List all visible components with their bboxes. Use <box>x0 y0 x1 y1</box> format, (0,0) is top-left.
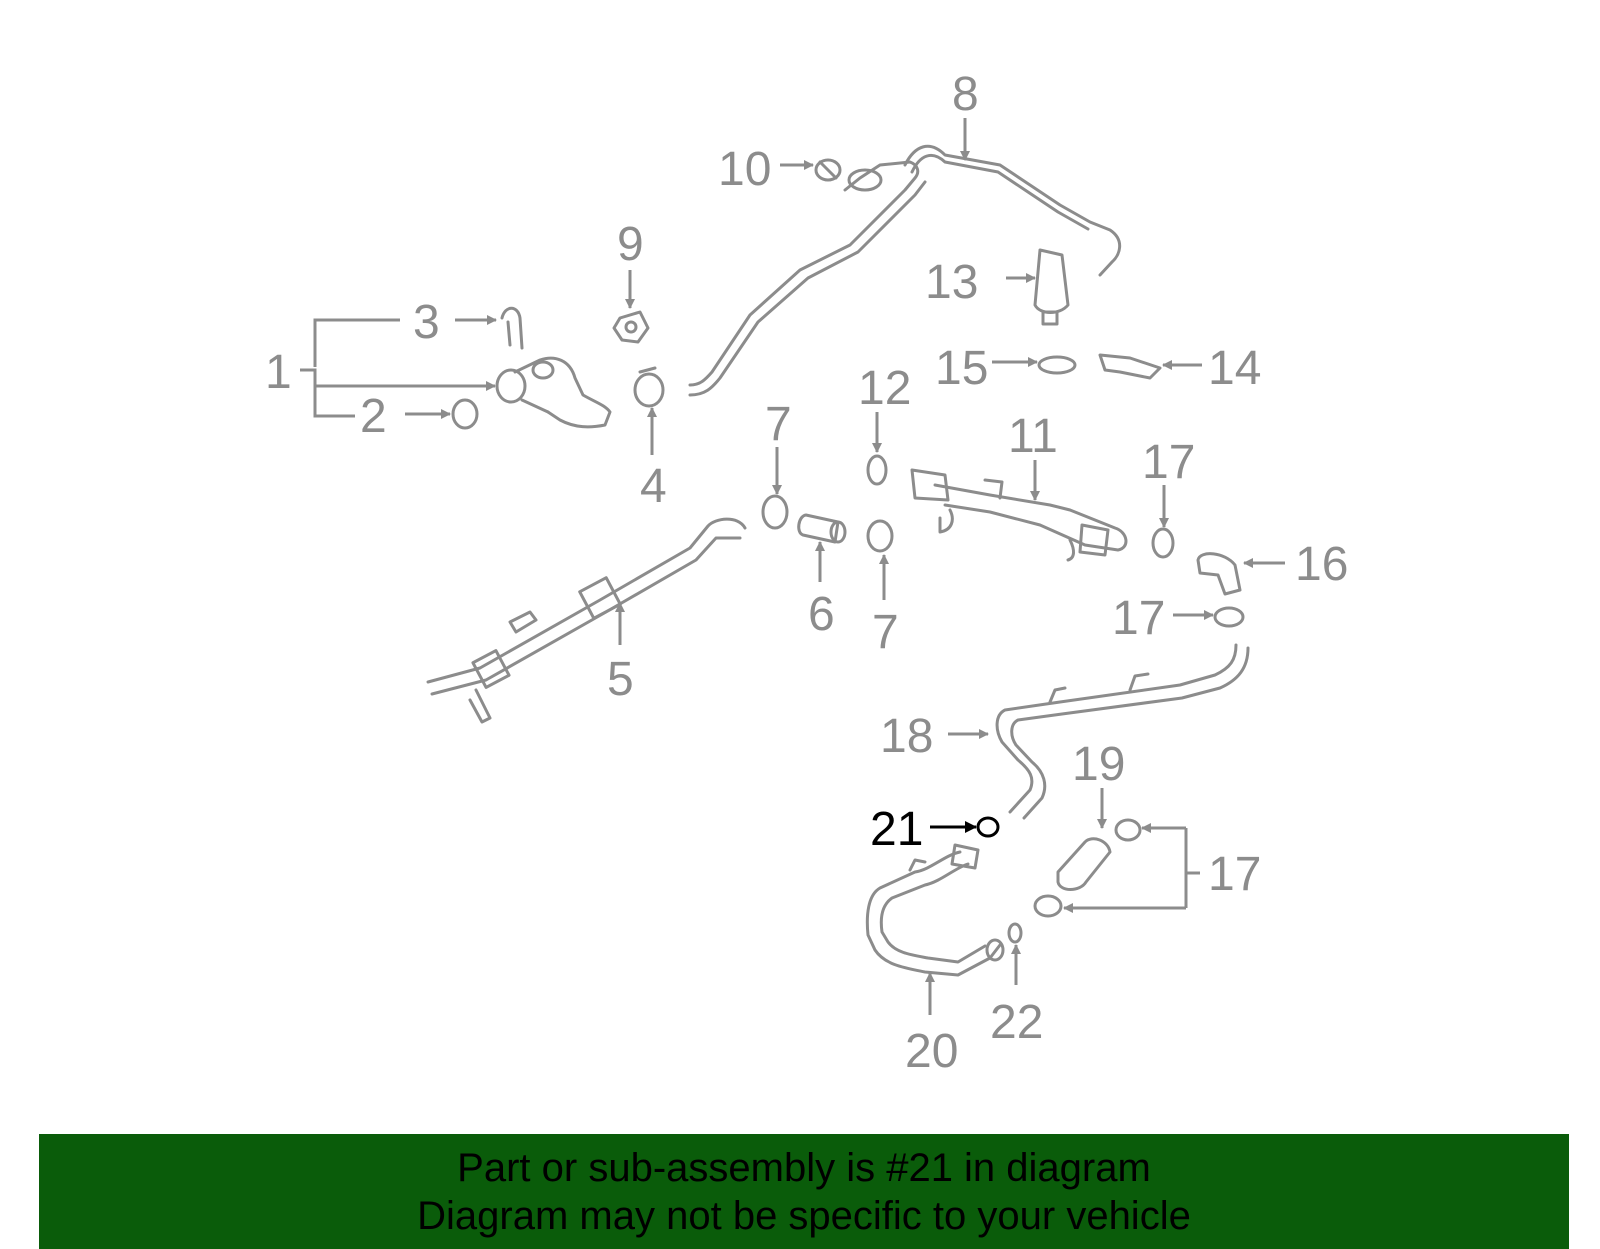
callout-20[interactable]: 20 <box>905 1025 958 1078</box>
part-9-nut[interactable] <box>612 310 650 344</box>
callout-9[interactable]: 9 <box>617 218 644 271</box>
callout-18[interactable]: 18 <box>880 710 933 763</box>
callout-14[interactable]: 14 <box>1208 342 1261 395</box>
part-17-clamp-a[interactable] <box>1151 527 1175 559</box>
callout-22[interactable]: 22 <box>990 996 1043 1049</box>
part-7-clamp-upper[interactable] <box>761 494 789 530</box>
part-17-clamp-d[interactable] <box>1033 894 1063 918</box>
callout-12[interactable]: 12 <box>858 362 911 415</box>
callout-11[interactable]: 11 <box>1008 410 1058 463</box>
callout-6[interactable]: 6 <box>808 588 835 641</box>
part-5-pipe[interactable] <box>426 517 747 724</box>
callout-4[interactable]: 4 <box>640 460 667 513</box>
part-21-o-ring[interactable] <box>976 816 1000 838</box>
callout-17-bottom[interactable]: 17 <box>1208 848 1261 901</box>
part-12-o-ring[interactable] <box>866 454 888 486</box>
banner-line-1: Part or sub-assembly is #21 in diagram <box>457 1146 1151 1190</box>
callout-5[interactable]: 5 <box>607 653 634 706</box>
callout-17-middle[interactable]: 17 <box>1112 592 1165 645</box>
part-3-clip[interactable] <box>500 306 524 350</box>
callout-10[interactable]: 10 <box>718 143 771 196</box>
leader-lines <box>300 118 1285 1015</box>
part-7-clamp-lower[interactable] <box>866 519 894 553</box>
callout-13[interactable]: 13 <box>925 256 978 309</box>
banner-line-2: Diagram may not be specific to your vehi… <box>417 1194 1191 1238</box>
part-11-water-pipe[interactable] <box>910 468 1128 562</box>
callout-21[interactable]: 21 <box>870 803 923 856</box>
part-2-seal[interactable] <box>451 398 479 430</box>
part-17-clamp-b[interactable] <box>1213 606 1245 628</box>
part-22-o-ring[interactable] <box>1007 922 1023 944</box>
part-14-clip[interactable] <box>1098 353 1162 380</box>
part-19-hose[interactable] <box>1056 837 1112 891</box>
callout-3[interactable]: 3 <box>413 296 440 349</box>
callout-19[interactable]: 19 <box>1072 738 1125 791</box>
callout-1[interactable]: 1 <box>265 346 292 399</box>
part-17-clamp-c[interactable] <box>1114 818 1142 842</box>
callout-labels: 1 2 3 4 5 6 7 7 8 9 10 11 12 13 14 15 16… <box>265 68 1348 1078</box>
part-18-pipe[interactable] <box>995 643 1250 820</box>
callout-7-upper[interactable]: 7 <box>765 398 792 451</box>
callout-7-lower[interactable]: 7 <box>872 606 899 659</box>
part-20-pipe[interactable] <box>865 843 1005 977</box>
part-16-elbow-hose[interactable] <box>1196 552 1242 596</box>
callout-2[interactable]: 2 <box>360 390 387 443</box>
part-8-coolant-pipe[interactable] <box>688 144 1122 397</box>
callout-17-top[interactable]: 17 <box>1142 436 1195 489</box>
part-15-o-ring[interactable] <box>1037 355 1077 375</box>
part-10-clamp[interactable] <box>814 158 842 182</box>
callout-15[interactable]: 15 <box>935 342 988 395</box>
info-banner: Part or sub-assembly is #21 in diagram D… <box>39 1134 1569 1249</box>
callout-16[interactable]: 16 <box>1295 538 1348 591</box>
part-1-housing[interactable] <box>495 356 612 429</box>
part-13-sensor[interactable] <box>1033 248 1070 326</box>
callout-8[interactable]: 8 <box>952 68 979 121</box>
part-6-hose-sleeve[interactable] <box>797 513 847 544</box>
part-4-clamp[interactable] <box>633 366 665 408</box>
